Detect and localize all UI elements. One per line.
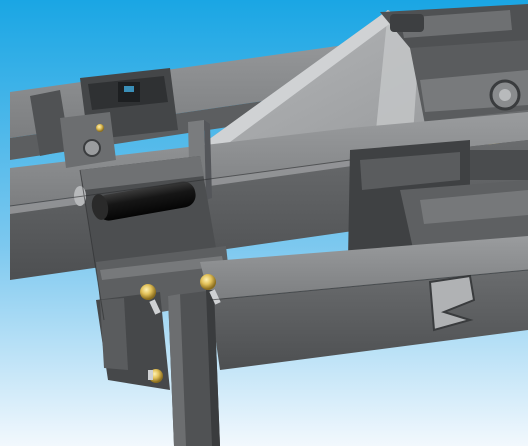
lower-front-beam [200,236,528,370]
right-bracket-assembly [348,140,528,280]
grease-fitting-front-right [200,274,221,305]
front-fittings [140,274,221,383]
vertical-drop-post [168,290,220,446]
grease-fitting-front-bottom [148,369,163,383]
edge-lines [9,159,528,321]
left-upper-bracket [30,68,178,168]
grease-fitting-left [96,124,104,132]
grease-fitting-front-left [140,284,161,315]
